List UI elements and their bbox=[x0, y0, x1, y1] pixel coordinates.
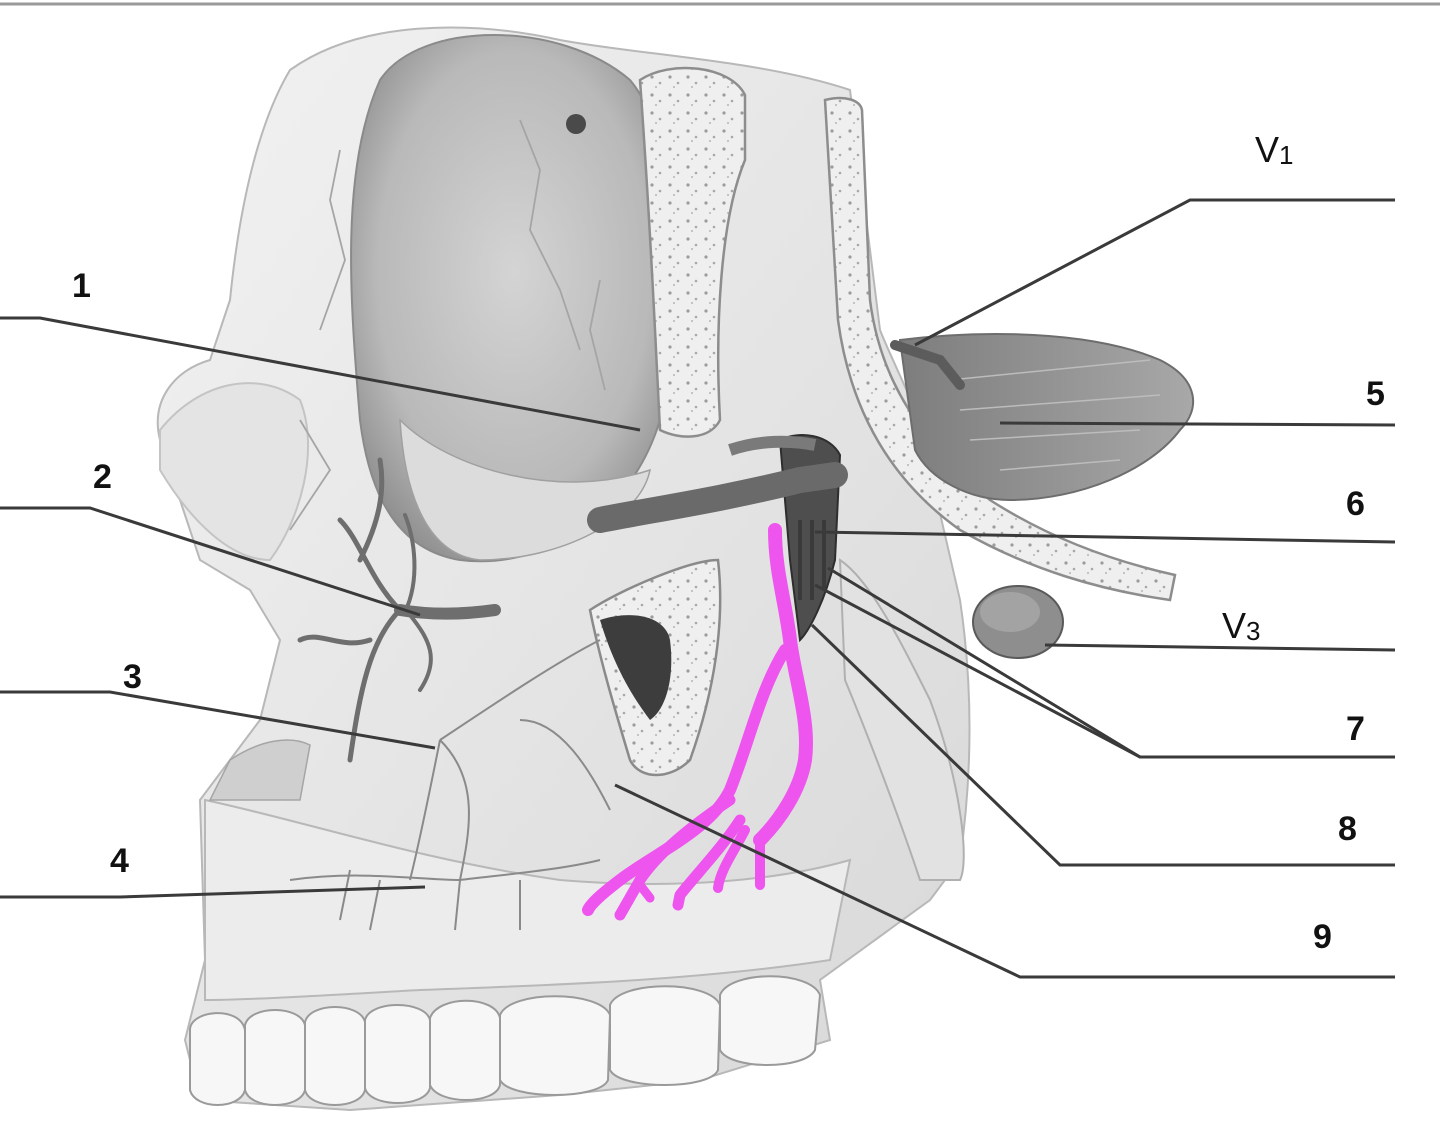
label-7: 7 bbox=[1346, 710, 1365, 748]
leader-9 bbox=[614, 783, 1395, 979]
sectioned-bone-lateral-wall bbox=[638, 66, 747, 438]
labels: 1 2 3 4 5 6 7 8 9 V1 V3 bbox=[72, 129, 1385, 956]
leader-v3 bbox=[1044, 643, 1396, 652]
trigeminal-ganglion-muscle bbox=[898, 333, 1194, 502]
ophthalmic-nerve-branch bbox=[890, 340, 965, 390]
label-3: 3 bbox=[123, 658, 142, 696]
nerve-branch bbox=[337, 457, 403, 613]
teeth bbox=[189, 975, 822, 1106]
label-v1-letter: V bbox=[1255, 129, 1279, 170]
label-4: 4 bbox=[110, 842, 129, 880]
highlighted-nerve bbox=[582, 523, 813, 921]
label-5: 5 bbox=[1366, 375, 1385, 413]
leader-4 bbox=[0, 885, 426, 899]
suture-lines bbox=[289, 119, 606, 531]
highlighted-nerve-branch bbox=[713, 825, 750, 893]
nerve-branch bbox=[408, 613, 433, 692]
sectioned-sphenoid-strip bbox=[823, 96, 1177, 602]
label-v3-sub: 3 bbox=[1246, 616, 1260, 646]
highlighted-nerve-branch bbox=[614, 794, 736, 921]
alveolar-ridge bbox=[204, 798, 852, 1002]
label-6: 6 bbox=[1346, 485, 1365, 523]
label-v3: V3 bbox=[1222, 605, 1260, 646]
orbital-foramen bbox=[566, 114, 586, 134]
label-9: 9 bbox=[1313, 918, 1332, 956]
nerve-to-ganglion bbox=[728, 435, 817, 456]
tooth bbox=[609, 985, 722, 1086]
mandibular-nerve-v3-core bbox=[980, 592, 1040, 632]
tooth bbox=[189, 1012, 246, 1106]
highlighted-nerve-trunk bbox=[753, 523, 813, 847]
pterygoid-plate bbox=[838, 558, 965, 881]
label-1: 1 bbox=[72, 267, 91, 305]
tooth bbox=[429, 999, 501, 1101]
leader-lines bbox=[0, 198, 1396, 979]
leader-2 bbox=[0, 506, 421, 617]
highlighted-nerve-branch bbox=[672, 814, 746, 911]
zygomatic-region bbox=[159, 382, 310, 562]
leader-3 bbox=[0, 690, 436, 750]
label-v1-sub: 1 bbox=[1279, 140, 1293, 170]
leader-7b bbox=[814, 583, 1141, 759]
muscle-striations bbox=[949, 359, 1161, 471]
nerve-branch bbox=[403, 513, 417, 614]
highlighted-nerve-branch bbox=[635, 880, 655, 903]
tooth bbox=[364, 1004, 431, 1104]
alveolar-plexus bbox=[289, 639, 611, 931]
alveolar-rim bbox=[208, 739, 311, 801]
leader-6 bbox=[814, 530, 1396, 544]
nerve-branch bbox=[297, 607, 403, 763]
tooth bbox=[719, 975, 822, 1066]
tooth bbox=[499, 995, 612, 1096]
label-2: 2 bbox=[93, 458, 112, 496]
tooth bbox=[244, 1009, 306, 1106]
skull-illustration bbox=[156, 26, 1194, 1112]
label-8: 8 bbox=[1338, 810, 1357, 848]
leader-1 bbox=[0, 316, 641, 432]
maxillary-nerve-trunk bbox=[587, 462, 848, 533]
leader-8 bbox=[810, 623, 1395, 867]
leader-5 bbox=[999, 421, 1396, 427]
label-v1: V1 bbox=[1255, 129, 1293, 170]
label-v3-letter: V bbox=[1222, 605, 1246, 646]
sinus-cavity bbox=[600, 615, 672, 720]
tooth bbox=[304, 1006, 366, 1106]
leader-v1 bbox=[914, 198, 1395, 347]
